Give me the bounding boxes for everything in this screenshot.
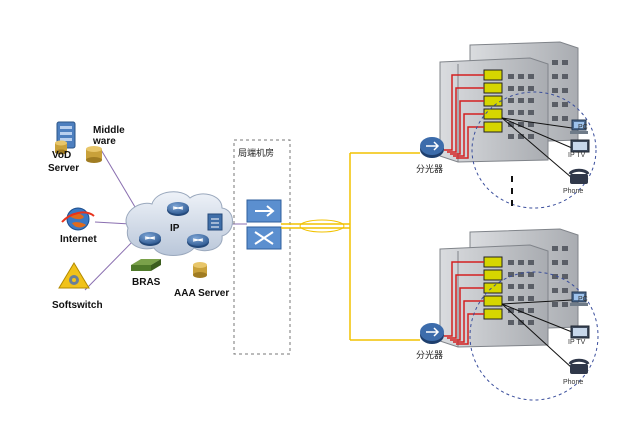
- splitter-top: 分光器: [416, 137, 444, 175]
- splitter-icon: [420, 137, 444, 158]
- onu-stack: [483, 69, 503, 133]
- aaa-label: AAA Server: [174, 288, 229, 299]
- phone-icon: [568, 168, 590, 184]
- splitter-top-label: 分光器: [416, 163, 443, 175]
- phone-label: Phone: [563, 188, 583, 195]
- internet-label: Internet: [60, 234, 97, 245]
- iptv-label: IP TV: [568, 339, 586, 346]
- pc-icon: [570, 291, 588, 306]
- splitter-bottom-label: 分光器: [416, 349, 443, 361]
- middleware-label-line1: Middle: [93, 125, 125, 136]
- iptv-label: IP TV: [568, 152, 586, 159]
- building-windows: [508, 246, 568, 325]
- globe-icon: [61, 207, 95, 231]
- vod-link: [99, 147, 139, 213]
- building-windows: [508, 60, 568, 139]
- database-icon: [193, 262, 207, 278]
- bras-label: BRAS: [132, 277, 161, 288]
- drop-cables: [444, 74, 484, 159]
- vod-label-line2: Server: [48, 163, 79, 174]
- bras-node: BRAS: [131, 259, 161, 288]
- database-icon: [86, 146, 102, 163]
- vod-node: Middle ware VoD Server: [48, 121, 125, 174]
- olt-router-icon: [246, 226, 282, 250]
- router-icon: [187, 234, 209, 248]
- router-icon: [167, 202, 189, 216]
- phone-label: Phone: [563, 379, 583, 386]
- coverage-circle: [471, 91, 597, 209]
- middleware-label-line2: ware: [92, 136, 116, 147]
- onu-stack: [483, 256, 503, 320]
- iptv-icon: [570, 325, 590, 339]
- internet-link: [94, 221, 131, 225]
- user-links: [501, 117, 573, 179]
- olt-switch-icon: [246, 199, 282, 223]
- ip-label: IP: [170, 223, 180, 234]
- bras-icon: [131, 259, 161, 271]
- feeder-fiber: [281, 152, 420, 341]
- softswitch-label: Softswitch: [52, 300, 103, 311]
- pc-label: PC: [578, 124, 588, 131]
- olt-room: 局端机房: [233, 139, 291, 355]
- iptv-icon: [570, 139, 590, 153]
- drop-cables: [444, 261, 484, 345]
- olt-room-label: 局端机房: [238, 147, 274, 159]
- splitter-icon: [420, 323, 444, 344]
- softswitch-node: Softswitch: [52, 262, 103, 311]
- internet-node: Internet: [60, 207, 97, 245]
- router-icon: [139, 232, 161, 246]
- softswitch-icon: [58, 262, 90, 289]
- building-top: PC IP TV Phone: [439, 41, 597, 209]
- olt-room-border: [233, 139, 291, 355]
- vod-label-line1: VoD: [52, 150, 71, 161]
- softswitch-link: [84, 235, 139, 291]
- aaa-node: AAA Server: [174, 262, 229, 299]
- building-bottom: PC IP TV Phone: [439, 228, 599, 401]
- coverage-circle: [469, 271, 599, 401]
- user-links: [501, 299, 573, 369]
- switch-icon: [207, 213, 223, 231]
- pc-label: PC: [578, 296, 588, 303]
- fiber-bundle-mark: [299, 219, 345, 233]
- pc-icon: [570, 119, 588, 134]
- splitter-bottom: 分光器: [416, 323, 444, 361]
- server-disk-icon: [55, 140, 67, 155]
- phone-icon: [568, 358, 590, 374]
